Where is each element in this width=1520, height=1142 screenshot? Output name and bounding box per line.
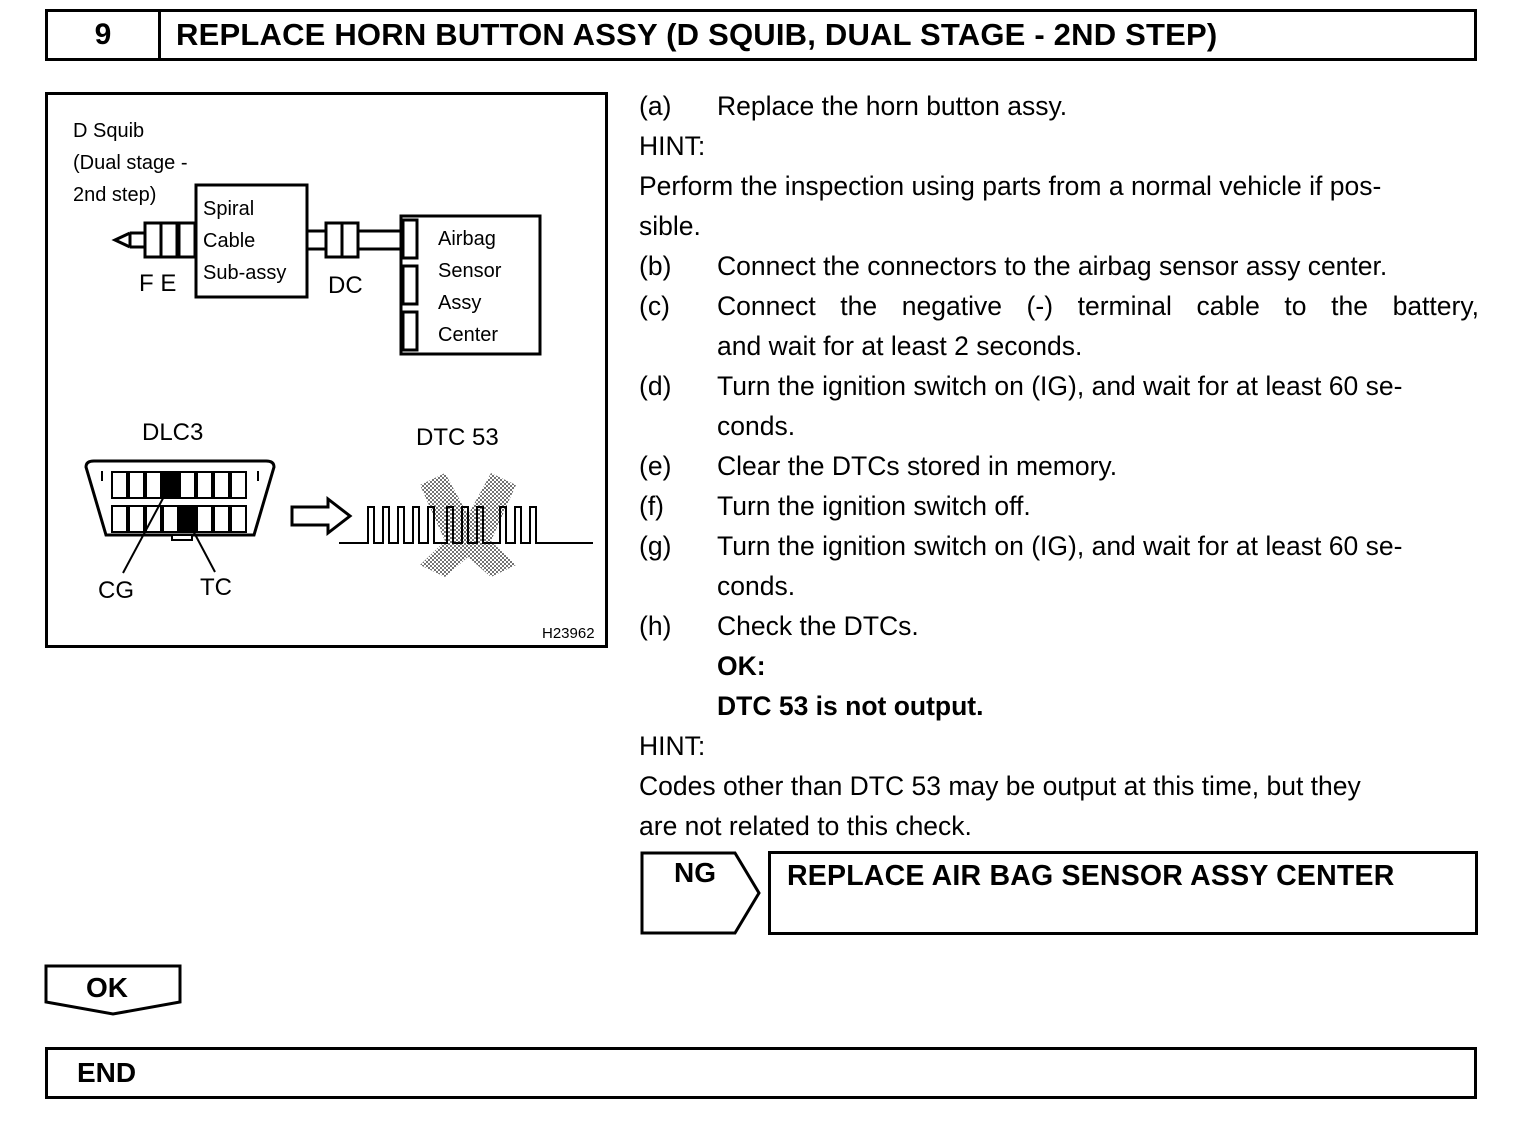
step-text: Clear the DTCs stored in memory.: [717, 451, 1118, 481]
step-letter: (e): [639, 451, 672, 481]
dlc3-pin: [128, 471, 145, 499]
dlc3-pin: [162, 505, 179, 533]
connector-fe-icon: [143, 221, 197, 259]
dlc3-pin: [179, 471, 196, 499]
dtc-label: DTC 53: [416, 424, 499, 451]
tc-label: TC: [200, 574, 232, 601]
step-title: REPLACE HORN BUTTON ASSY (D SQUIB, DUAL …: [176, 17, 1218, 52]
airbag-label-4: Center: [438, 324, 498, 346]
ng-arrow-box: [640, 851, 761, 935]
step-letter: (d): [639, 371, 672, 401]
dlc3-pin: [213, 505, 230, 533]
step-letter: (f): [639, 491, 665, 521]
step-h: (h) Check the DTCs.: [639, 606, 1479, 646]
end-label: END: [77, 1057, 137, 1088]
dlc3-connector-icon: [84, 459, 276, 541]
step-text: Connect the connectors to the airbag sen…: [717, 251, 1388, 281]
spiral-cable-box: [194, 183, 309, 299]
step-letter: (b): [639, 251, 672, 281]
hint-text-line: are not related to this check.: [639, 811, 972, 841]
step-f: (f) Turn the ignition switch off.: [639, 486, 1479, 526]
step-text-continued: conds.: [717, 411, 796, 441]
diagram-figure: D Squib (Dual stage - 2nd step) F E Spir…: [73, 120, 595, 642]
step-text: Replace the horn button assy.: [717, 91, 1068, 121]
spiral-label-3: Sub-assy: [203, 262, 286, 284]
ng-action-box: REPLACE AIR BAG SENSOR ASSY CENTER: [768, 851, 1478, 935]
dlc3-label: DLC3: [142, 419, 203, 446]
figure-id: H23962: [542, 625, 595, 642]
airbag-label-2: Sensor: [438, 260, 502, 282]
ok-criteria-text: DTC 53 is not output.: [717, 691, 984, 721]
squib-label-2: (Dual stage -: [73, 152, 188, 174]
dlc3-pin: [213, 471, 230, 499]
step-text: Connect the negative (-) terminal cable …: [717, 291, 1479, 321]
step-b: (b) Connect the connectors to the airbag…: [639, 246, 1479, 286]
step-text: Turn the ignition switch on (IG), and wa…: [717, 371, 1403, 401]
ok-arrow-box: [44, 964, 182, 1016]
dlc3-pin: [230, 471, 247, 499]
dlc3-pin: [111, 471, 128, 499]
step-letter: (g): [639, 531, 672, 561]
step-letter: (a): [639, 91, 672, 121]
connector-dc-icon: [324, 221, 360, 259]
step-letter: (c): [639, 291, 670, 321]
hint-text-line: Perform the inspection using parts from …: [639, 171, 1382, 201]
ok-label: OK: [86, 972, 128, 1003]
hint-text-line: Codes other than DTC 53 may be output at…: [639, 771, 1361, 801]
step-letter: (h): [639, 611, 672, 641]
dlc3-pin: [128, 505, 145, 533]
hint-label: HINT:: [639, 131, 706, 161]
hint-text-line: sible.: [639, 211, 701, 241]
instructions: (a) Replace the horn button assy. HINT: …: [639, 86, 1479, 846]
right-arrow-icon: [290, 495, 353, 537]
connector-dc-label: DC: [328, 272, 363, 299]
dlc3-pin: [145, 471, 162, 499]
wiring-diagram: D Squib (Dual stage - 2nd step) F E Spir…: [45, 92, 608, 648]
step-text-continued: and wait for at least 2 seconds.: [717, 331, 1083, 361]
step-number: 9: [48, 12, 161, 58]
dlc3-pin: [196, 471, 213, 499]
tc-pointer: [188, 522, 216, 573]
ok-criteria-label: OK:: [717, 651, 766, 681]
step-e: (e) Clear the DTCs stored in memory.: [639, 446, 1479, 486]
squib-label-1: D Squib: [73, 120, 144, 142]
connector-fe-label: F E: [139, 270, 176, 297]
step-g: (g) Turn the ignition switch on (IG), an…: [639, 526, 1479, 566]
step-a: (a) Replace the horn button assy.: [639, 86, 1479, 126]
dlc3-pin: [111, 505, 128, 533]
airbag-label-1: Airbag: [438, 228, 496, 250]
airbag-sensor-box: [399, 214, 542, 356]
dlc3-pin: [196, 505, 213, 533]
hint-label: HINT:: [639, 731, 706, 761]
airbag-label-3: Assy: [438, 292, 481, 314]
dlc3-pin: [230, 505, 247, 533]
ng-action-text: REPLACE AIR BAG SENSOR ASSY CENTER: [787, 860, 1395, 892]
spiral-label-2: Cable: [203, 230, 255, 252]
squib-plug-icon: [111, 231, 145, 249]
ng-label: NG: [674, 857, 716, 888]
step-text-continued: conds.: [717, 571, 796, 601]
step-text: Turn the ignition switch on (IG), and wa…: [717, 531, 1403, 561]
step-d: (d) Turn the ignition switch on (IG), an…: [639, 366, 1479, 406]
end-box: END: [45, 1047, 1477, 1099]
dlc3-pin: [145, 505, 162, 533]
spiral-label-1: Spiral: [203, 198, 254, 220]
cg-pointer: [122, 488, 169, 574]
step-text: Check the DTCs.: [717, 611, 919, 641]
cg-label: CG: [98, 577, 134, 604]
dtc-signal-waveform: [339, 506, 593, 544]
step-header: 9 REPLACE HORN BUTTON ASSY (D SQUIB, DUA…: [45, 9, 1477, 61]
squib-label-3: 2nd step): [73, 184, 156, 206]
step-c: (c) Connect the negative (-) terminal ca…: [639, 286, 1479, 326]
step-text: Turn the ignition switch off.: [717, 491, 1031, 521]
